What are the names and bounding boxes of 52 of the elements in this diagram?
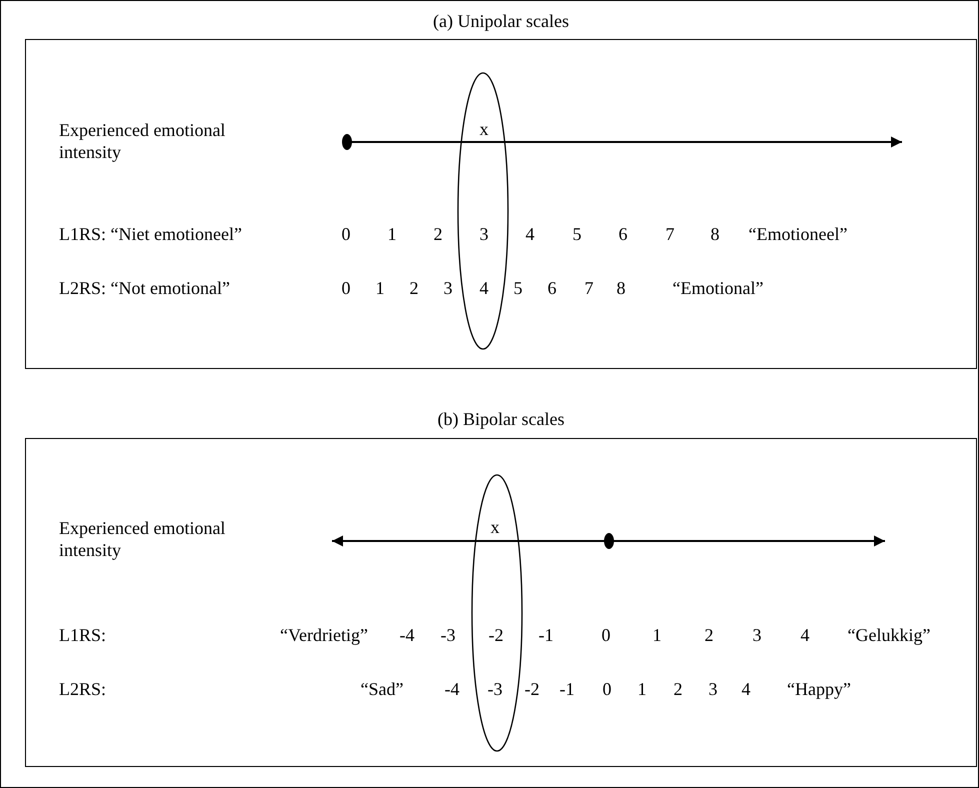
scale-number: 0 <box>342 277 350 299</box>
scale-number: -2 <box>524 678 540 700</box>
panel-title: (b) Bipolar scales <box>436 409 566 430</box>
scale-number: 0 <box>342 223 350 245</box>
marked-point: x <box>480 118 488 140</box>
scale-number: 5 <box>514 277 522 299</box>
anchor-label: “Sad” <box>360 678 404 700</box>
scale-number: 7 <box>666 223 674 245</box>
scale-number: 2 <box>434 223 442 245</box>
scale-label: L1RS: <box>59 624 106 646</box>
scale-number: 1 <box>638 678 646 700</box>
scale-label: L2RS: <box>59 678 106 700</box>
scale-number: 3 <box>708 678 718 700</box>
scale-number: 4 <box>800 624 810 646</box>
scale-number: 1 <box>376 277 384 299</box>
axis-label: Experienced emotional intensity <box>59 119 226 163</box>
scale-number: 2 <box>410 277 418 299</box>
scale-number: -2 <box>488 624 504 646</box>
scale-number: 8 <box>616 277 626 299</box>
scale-number: 4 <box>742 678 750 700</box>
scale-number: -1 <box>538 624 554 646</box>
scale-number: 4 <box>526 223 534 245</box>
scale-number: 7 <box>584 277 594 299</box>
scale-number: 2 <box>704 624 714 646</box>
scale-number: 5 <box>572 223 582 245</box>
scale-label: L1RS: “Niet emotioneel” <box>59 223 242 245</box>
anchor-label: “Gelukkig” <box>848 624 930 646</box>
axis-label: Experienced emotional intensity <box>59 517 226 561</box>
scale-number: -1 <box>560 678 574 700</box>
scale-number: 0 <box>602 678 612 700</box>
scale-number: 0 <box>602 624 610 646</box>
scale-number: 2 <box>674 678 682 700</box>
scale-number: 8 <box>710 223 720 245</box>
anchor-label: “Emotional” <box>672 277 764 299</box>
scale-number: 3 <box>444 277 452 299</box>
scale-number: 6 <box>548 277 556 299</box>
panel-title: (a) Unipolar scales <box>432 11 570 32</box>
scale-number: 4 <box>480 277 488 299</box>
scale-number: 3 <box>752 624 762 646</box>
scale-number: 3 <box>480 223 488 245</box>
scale-number: 6 <box>618 223 628 245</box>
scale-number: -3 <box>488 678 502 700</box>
anchor-label: “Happy” <box>787 678 851 700</box>
scale-number: -3 <box>440 624 456 646</box>
anchor-label: “Emotioneel” <box>748 223 848 245</box>
scale-number: 1 <box>388 223 396 245</box>
scale-number: -4 <box>400 624 414 646</box>
scale-number: 1 <box>652 624 662 646</box>
scale-number: -4 <box>444 678 460 700</box>
scale-label: L2RS: “Not emotional” <box>59 277 230 299</box>
marked-point: x <box>490 516 500 538</box>
anchor-label: “Verdrietig” <box>280 624 368 646</box>
